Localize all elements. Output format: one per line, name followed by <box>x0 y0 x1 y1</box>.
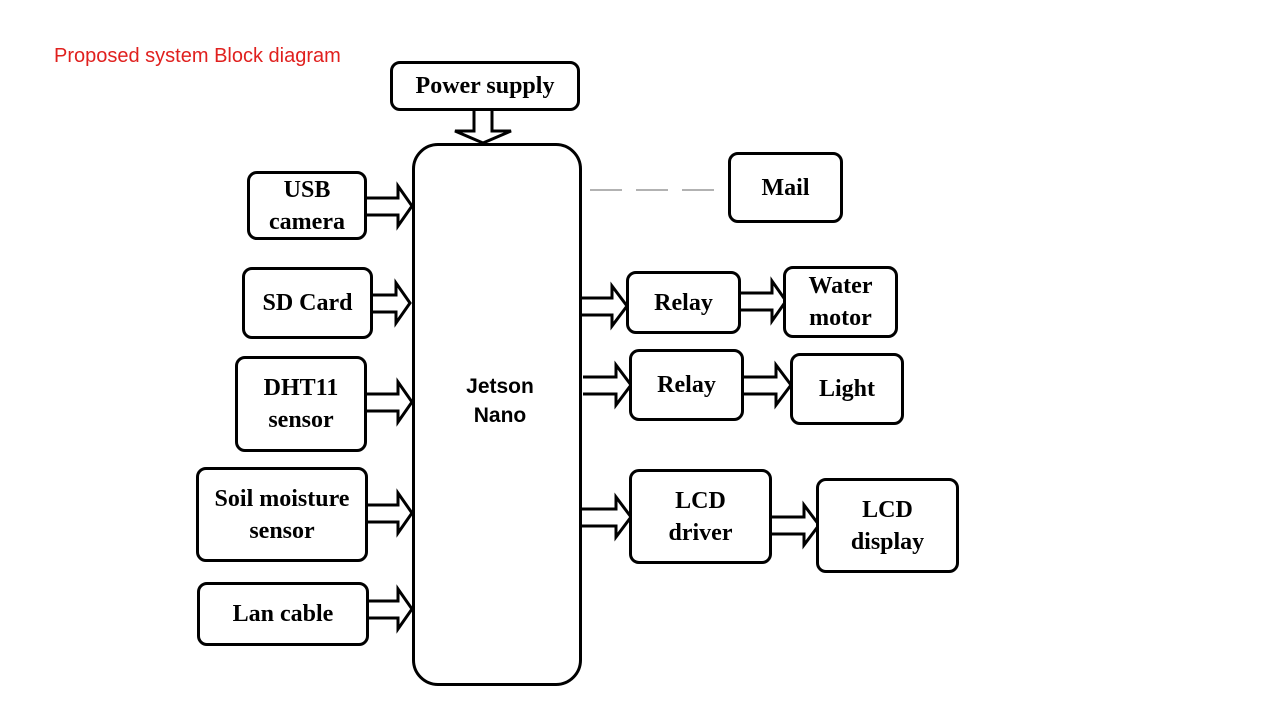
light-label: Light <box>818 376 875 402</box>
lan-cable-arrow <box>367 584 414 634</box>
dht11-arrow <box>366 377 414 427</box>
soil-moisture-arrow <box>366 488 414 538</box>
soil-moisture-label: Soil moisture sensor <box>214 485 350 544</box>
sd-card-arrow <box>371 278 412 328</box>
dht11-sensor-block: DHT11 sensor <box>235 356 367 452</box>
relay1-arrow <box>580 281 629 331</box>
lcd-display-block: LCD display <box>816 478 959 573</box>
soil-moisture-block: Soil moisture sensor <box>196 467 368 562</box>
usb-camera-block: USB camera <box>247 171 367 240</box>
relay2-label: Relay <box>657 372 716 398</box>
lcd-driver-arrow <box>582 492 633 542</box>
dht11-sensor-label: DHT11 sensor <box>263 375 339 433</box>
jetson-nano-label: Jetson Nano <box>466 375 534 427</box>
usb-camera-arrow <box>366 181 414 231</box>
relay2-block: Relay <box>629 349 744 421</box>
power-supply-label: Power supply <box>415 73 555 99</box>
relay1-block: Relay <box>626 271 741 334</box>
lcd-display-arrow <box>770 500 821 550</box>
power-supply-block: Power supply <box>390 61 580 111</box>
light-block: Light <box>790 353 904 425</box>
lan-cable-label: Lan cable <box>232 601 334 627</box>
lan-cable-block: Lan cable <box>197 582 369 646</box>
lcd-display-label: LCD display <box>850 496 925 555</box>
usb-camera-label: USB camera <box>269 176 345 235</box>
mail-block: Mail <box>728 152 843 223</box>
mail-label: Mail <box>761 174 810 201</box>
jetson-nano-block <box>412 143 582 686</box>
relay2-arrow <box>583 360 633 410</box>
water-motor-label: Water motor <box>808 273 873 331</box>
lcd-driver-label: LCD driver <box>668 487 733 546</box>
sd-card-block: SD Card <box>242 267 373 339</box>
light-arrow <box>743 360 793 410</box>
power-arrow <box>454 111 512 145</box>
relay1-label: Relay <box>654 289 713 316</box>
sd-card-label: SD Card <box>262 290 353 316</box>
diagram-title: Proposed system Block diagram <box>54 45 341 67</box>
water-motor-arrow <box>740 276 788 326</box>
lcd-driver-block: LCD driver <box>629 469 772 564</box>
water-motor-block: Water motor <box>783 266 898 338</box>
